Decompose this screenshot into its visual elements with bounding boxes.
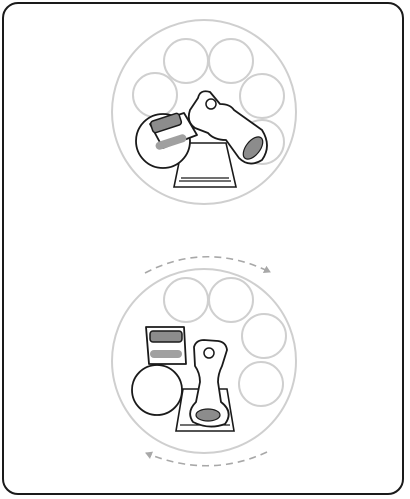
bottom-hole	[238, 361, 284, 407]
top-left-holder	[149, 112, 198, 150]
top-hole	[208, 38, 254, 84]
bottom-left-holder	[145, 326, 187, 365]
bottom-bone-arm-oval	[195, 408, 221, 422]
top-hole	[239, 73, 285, 119]
bottom-bone-arm-hole	[203, 347, 215, 359]
top-bone-arm-hole	[205, 98, 217, 110]
top-bone-arm-oval	[242, 136, 264, 160]
bottom-turret-disc	[111, 268, 297, 454]
top-hole	[163, 38, 209, 84]
bottom-hole	[163, 277, 209, 323]
top-turret-disc	[111, 19, 297, 205]
bottom-hole	[241, 313, 287, 359]
bottom-bone-arm	[189, 339, 230, 428]
rotation-arrow-top	[144, 255, 271, 274]
bottom-hole	[208, 277, 254, 323]
rotation-arrow-bottom	[145, 451, 268, 467]
top-bracket	[173, 142, 238, 188]
top-panel	[111, 19, 297, 205]
top-hole	[132, 72, 178, 118]
bottom-panel	[111, 255, 297, 467]
bottom-round-part	[131, 364, 183, 416]
